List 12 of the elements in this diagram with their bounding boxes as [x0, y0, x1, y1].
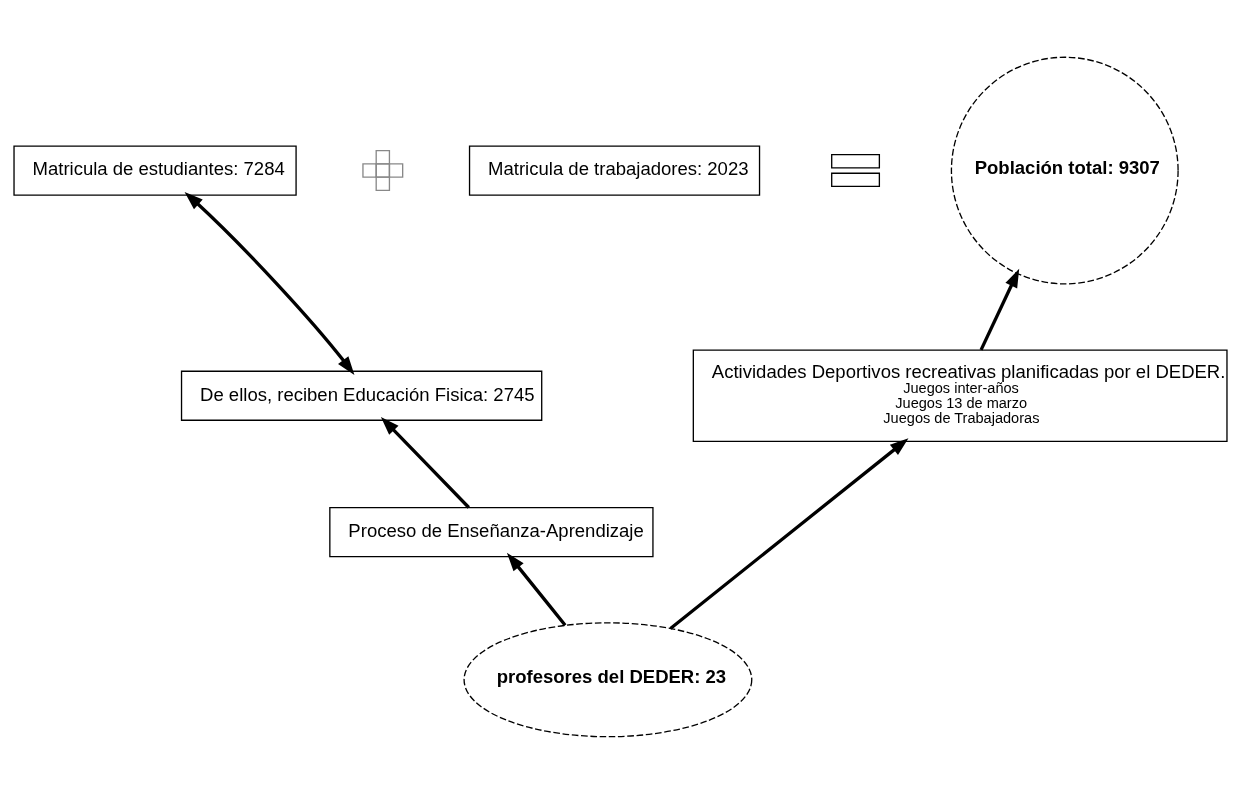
arrow	[184, 191, 355, 375]
arrow	[506, 552, 567, 626]
arrow	[979, 268, 1020, 351]
node-ellipse: profesores del DEDER: 23	[463, 621, 753, 737]
node-circle: Población total: 9307	[950, 56, 1179, 285]
arrow	[669, 437, 909, 630]
node-box: De ellos, reciben Educación Fisica: 2745	[180, 370, 543, 421]
arrow	[380, 416, 470, 509]
node-box: Proceso de Enseñanza-Aprendizaje	[329, 506, 654, 557]
node-box: Actividades Deportivos recreativas planificadas por el DEDER. Juegos inter-años Juegos 13 de marzo Juegos de Trabajadoras	[692, 348, 1228, 442]
node-box: Matricula de trabajadores: 2023	[468, 144, 761, 196]
node-box: Matricula de estudiantes: 7284	[13, 144, 297, 196]
